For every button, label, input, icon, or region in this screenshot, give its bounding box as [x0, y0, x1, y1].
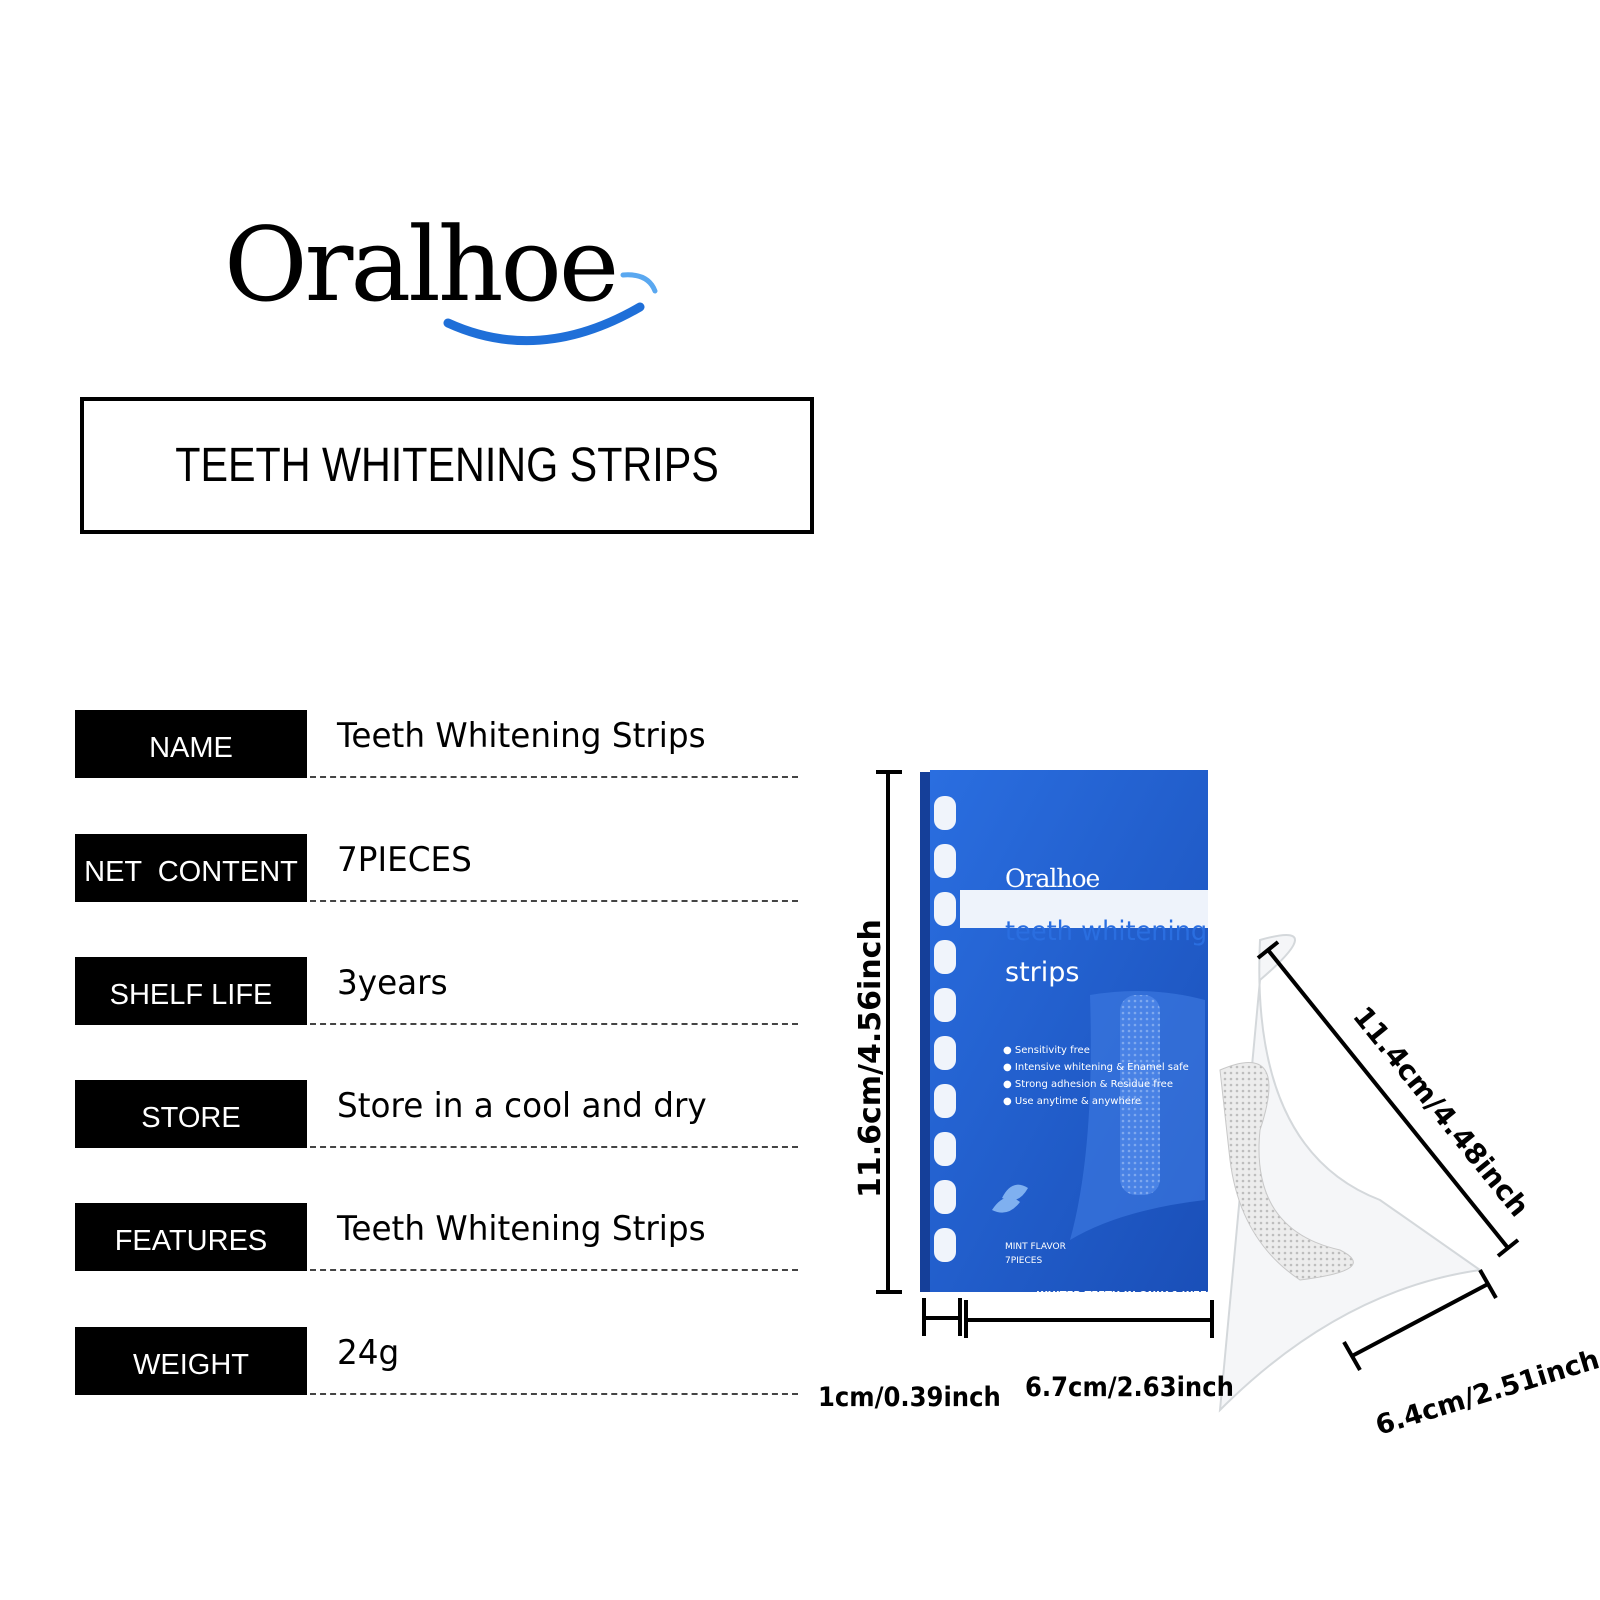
package-pieces: 7PIECES: [1005, 1256, 1043, 1266]
spec-row-weight: WEIGHT 24g: [75, 1327, 798, 1397]
width-dimension-label: 6.7cm/2.63inch: [1025, 1372, 1234, 1403]
spec-label: SHELF LIFE: [75, 957, 307, 1025]
dashed-divider: [310, 1023, 798, 1025]
product-illustration: [876, 770, 1520, 1413]
dashed-divider: [310, 776, 798, 778]
spec-label: NET CONTENT: [75, 834, 307, 902]
package-bullet: ● Intensive whitening & Enamel safe: [1003, 1062, 1189, 1073]
package-tagline: WHITER TEETH IN ONLY 1 WEEK: [1036, 1290, 1214, 1301]
package-bullet-list: ● Sensitivity free ● Intensive whitening…: [1003, 1042, 1189, 1110]
loose-strip: [1218, 934, 1483, 1413]
package-title-line1: teeth whitening: [1005, 916, 1208, 947]
brand-logo-text: Oralhoe: [224, 206, 619, 325]
spec-value: 7PIECES: [337, 840, 472, 880]
package-bullet: ● Strong adhesion & Residue free: [1003, 1079, 1173, 1090]
height-dimension-label: 11.6cm/4.56inch: [853, 919, 888, 1198]
depth-dimension-label: 1cm/0.39inch: [818, 1382, 1001, 1413]
package-brand: Oralhoe: [1005, 864, 1100, 893]
package-title-line2: strips: [1005, 957, 1080, 988]
spec-row-net-content: NET CONTENT 7PIECES: [75, 834, 798, 904]
box-side: [920, 772, 932, 1292]
brand-logo: Oralhoe: [210, 215, 690, 365]
spec-value: Teeth Whitening Strips: [337, 1209, 706, 1249]
tooth-tabs: [934, 796, 956, 1262]
dashed-divider: [310, 1393, 798, 1395]
spec-value: 24g: [337, 1333, 400, 1373]
height-dimension-line: [876, 770, 902, 1294]
spec-value: Store in a cool and dry: [337, 1086, 707, 1126]
spec-row-store: STORE Store in a cool and dry: [75, 1080, 798, 1150]
dashed-divider: [310, 1146, 798, 1148]
width-dimension-line: [964, 1300, 1214, 1338]
package-flavor: MINT FLAVOR: [1005, 1242, 1066, 1252]
package-bullet: ● Use anytime & anywhere: [1003, 1096, 1141, 1107]
smile-swoosh-icon: [443, 272, 658, 346]
spec-label: FEATURES: [75, 1203, 307, 1271]
mint-leaf-icon: [992, 1184, 1028, 1213]
dashed-divider: [310, 1269, 798, 1271]
strip-length-dimension-line: [1256, 940, 1520, 1258]
spec-value: Teeth Whitening Strips: [337, 716, 706, 756]
spec-label: WEIGHT: [75, 1327, 307, 1395]
spec-row-name: NAME Teeth Whitening Strips: [75, 710, 798, 780]
dashed-divider: [310, 900, 798, 902]
spec-row-shelf-life: SHELF LIFE 3years: [75, 957, 798, 1027]
title-box: TEETH WHITENING STRIPS: [80, 397, 814, 534]
box-strip-mesh: [1120, 995, 1160, 1195]
package-bullet: ● Sensitivity free: [1003, 1045, 1090, 1056]
page-title: TEETH WHITENING STRIPS: [175, 439, 719, 492]
spec-row-features: FEATURES Teeth Whitening Strips: [75, 1203, 798, 1273]
spec-value: 3years: [337, 963, 448, 1003]
spec-label: STORE: [75, 1080, 307, 1148]
spec-label: NAME: [75, 710, 307, 778]
strip-width-dimension-line: [1342, 1269, 1498, 1371]
package-title-banner: [960, 890, 1208, 928]
depth-dimension-line: [922, 1298, 962, 1336]
